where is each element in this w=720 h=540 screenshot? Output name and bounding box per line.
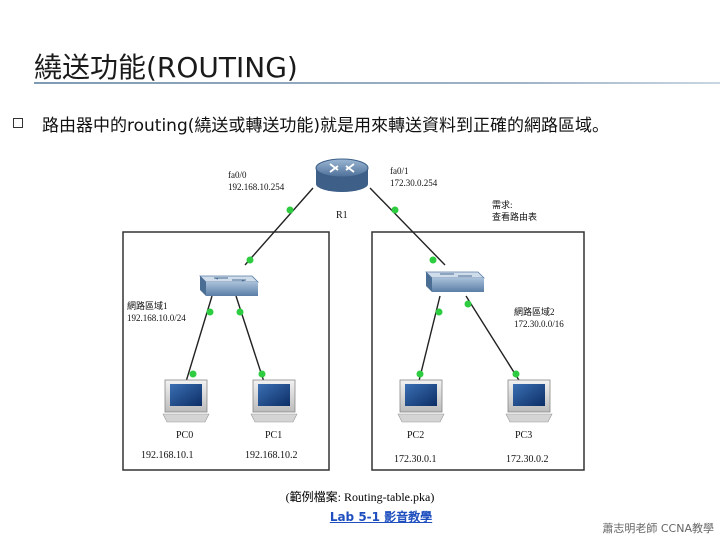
link-dot <box>429 256 437 264</box>
link-dot <box>258 370 266 378</box>
pc-icon <box>505 379 553 423</box>
lab-video-link[interactable]: Lab 5-1 影音教學 <box>329 510 433 524</box>
footer-credit: 蕭志明老師 CCNA教學 <box>602 522 714 535</box>
zone-subnet: 192.168.10.0/24 <box>127 313 186 323</box>
link-dot <box>435 308 443 316</box>
router-left-ip: 192.168.10.254 <box>228 182 285 192</box>
example-file-caption: (範例檔案: Routing-table.pka) <box>285 490 435 504</box>
link-router-switch2 <box>369 187 446 266</box>
pc-name: PC1 <box>265 430 282 441</box>
zone-box-1 <box>122 231 330 471</box>
link-dot <box>236 308 244 316</box>
pc-ip: 192.168.10.2 <box>245 450 298 461</box>
pc-name: PC3 <box>515 430 532 441</box>
link-dot <box>246 256 254 264</box>
pc-icon <box>250 379 298 423</box>
zone-subnet: 172.30.0.0/16 <box>514 319 564 329</box>
pc-name: PC2 <box>407 430 424 441</box>
request-label: 需求: <box>492 199 513 210</box>
pc-icon <box>162 379 210 423</box>
link-switch2-pc3 <box>465 295 523 386</box>
pc-ip: 172.30.0.2 <box>506 454 549 465</box>
link-dot <box>286 206 294 214</box>
link-dot <box>512 370 520 378</box>
zone-name: 網路區域2 <box>514 306 555 317</box>
pc-ip: 172.30.0.1 <box>394 454 437 465</box>
link-status-dots <box>189 206 520 378</box>
zone-box-2 <box>371 231 585 471</box>
router-right-iface: fa0/1 <box>390 166 409 176</box>
request-detail: 查看路由表 <box>492 211 537 222</box>
router-right-ip: 172.30.0.254 <box>390 178 438 188</box>
link-dot <box>206 308 214 316</box>
bullet-square-icon <box>13 118 23 128</box>
link-dot <box>416 370 424 378</box>
pc-icon <box>397 379 445 423</box>
pc-name: PC0 <box>176 430 193 441</box>
switch-icon <box>425 271 485 292</box>
router-icon <box>315 158 369 192</box>
slide-title: 繞送功能(ROUTING) <box>34 51 298 84</box>
router-name: R1 <box>336 210 348 221</box>
link-dot <box>391 206 399 214</box>
link-dot <box>464 300 472 308</box>
switch-icon <box>199 275 259 296</box>
link-dot <box>189 370 197 378</box>
zone-name: 網路區域1 <box>127 300 168 311</box>
pc-ip: 192.168.10.1 <box>141 450 194 461</box>
bullet-text: 路由器中的routing(繞送或轉送功能)就是用來轉送資料到正確的網路區域。 <box>42 116 610 136</box>
title-underline <box>34 82 720 84</box>
link-router-switch1 <box>244 187 314 266</box>
router-left-iface: fa0/0 <box>228 170 247 180</box>
